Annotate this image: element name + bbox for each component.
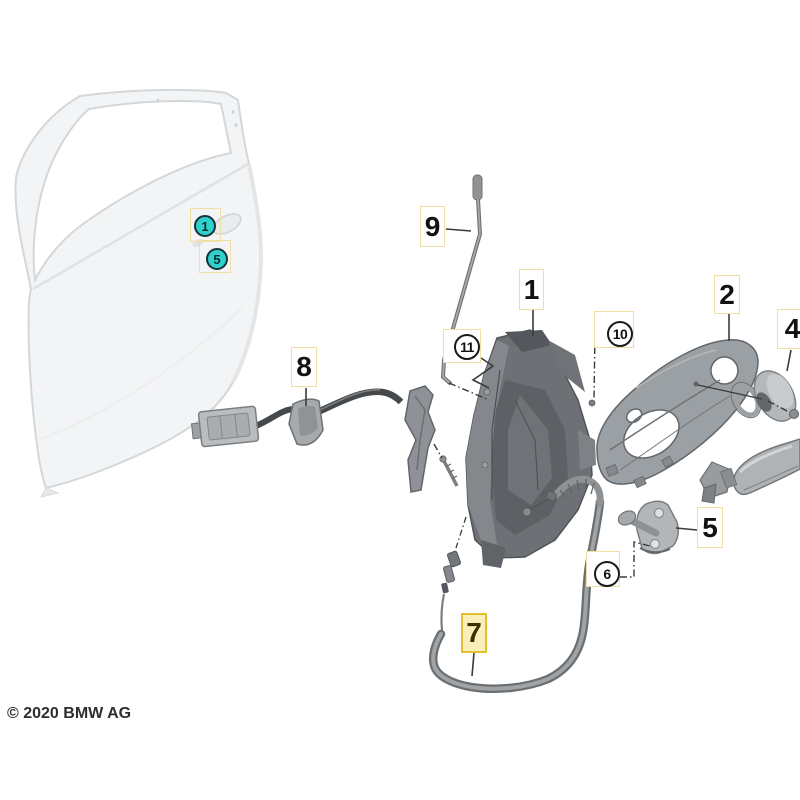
striker-pin bbox=[628, 517, 660, 537]
frame-hole bbox=[156, 98, 160, 102]
door-hotspot-1-marker: 1 bbox=[194, 215, 216, 237]
callout-6[interactable]: 6 bbox=[586, 551, 620, 587]
cable-ribbed-sleeve bbox=[552, 475, 604, 507]
callout-5[interactable]: 5 bbox=[697, 507, 723, 548]
door-bottom-lip bbox=[40, 487, 60, 498]
screw-icon bbox=[439, 455, 459, 487]
callout-9[interactable]: 9 bbox=[420, 206, 445, 247]
leader-line-5 bbox=[675, 527, 698, 531]
door-panel-illustration bbox=[14, 88, 264, 498]
door-beltline bbox=[32, 162, 249, 291]
connector-plug bbox=[191, 405, 260, 448]
callout-10-number: 10 bbox=[607, 321, 633, 347]
door-crease bbox=[37, 307, 243, 441]
cap-screw bbox=[789, 409, 799, 419]
door-edge-shade bbox=[231, 163, 264, 383]
callout-4[interactable]: 4 bbox=[777, 309, 800, 349]
leader-line-7 bbox=[471, 652, 475, 677]
leader-lines bbox=[305, 228, 792, 677]
door-hotspot-5[interactable]: 5 bbox=[199, 240, 231, 273]
callout-8[interactable]: 8 bbox=[291, 347, 317, 387]
frame-hole bbox=[234, 123, 238, 127]
callout-2[interactable]: 2 bbox=[714, 275, 740, 314]
lever-bracket-detail bbox=[414, 395, 426, 471]
leader-line-4 bbox=[786, 349, 792, 372]
screw-icon bbox=[588, 399, 596, 407]
cap-hole bbox=[756, 392, 772, 412]
cable-end-ball bbox=[521, 506, 533, 518]
door-hotspot-1[interactable]: 1 bbox=[190, 208, 221, 242]
axis-line-11b bbox=[433, 443, 443, 459]
zigzag-line-11 bbox=[471, 357, 495, 389]
cable-8-wire bbox=[254, 406, 293, 429]
door-hotspot-5-marker: 5 bbox=[206, 248, 228, 270]
part-1-lock-actuator bbox=[465, 329, 596, 568]
outer-door-handle bbox=[699, 438, 800, 504]
cable-8-wire-highlight bbox=[319, 389, 381, 411]
axis-line-6 bbox=[620, 541, 651, 578]
axis-line-4 bbox=[767, 400, 790, 413]
part-5-striker bbox=[617, 500, 680, 555]
callout-11-number: 11 bbox=[454, 334, 480, 360]
part-8-cable-assembly bbox=[191, 385, 436, 493]
part-2-handle-carrier bbox=[596, 339, 759, 489]
frame-hole bbox=[231, 110, 235, 114]
leader-line-9 bbox=[445, 228, 472, 232]
grommet-clip-detail bbox=[298, 405, 318, 436]
part-4-handle-cap bbox=[730, 370, 799, 422]
callout-1[interactable]: 1 bbox=[519, 269, 544, 310]
callout-7-highlighted[interactable]: 7 bbox=[461, 613, 487, 653]
callout-11[interactable]: 11 bbox=[443, 329, 481, 363]
callout-6-number: 6 bbox=[594, 561, 620, 587]
callout-10[interactable]: 10 bbox=[594, 311, 634, 348]
door-silhouette bbox=[14, 88, 263, 490]
copyright-notice: © 2020 BMW AG bbox=[7, 705, 132, 722]
cable-8-wire bbox=[316, 388, 404, 415]
leader-line-2-cap bbox=[697, 384, 763, 400]
screw-icons bbox=[439, 399, 596, 487]
